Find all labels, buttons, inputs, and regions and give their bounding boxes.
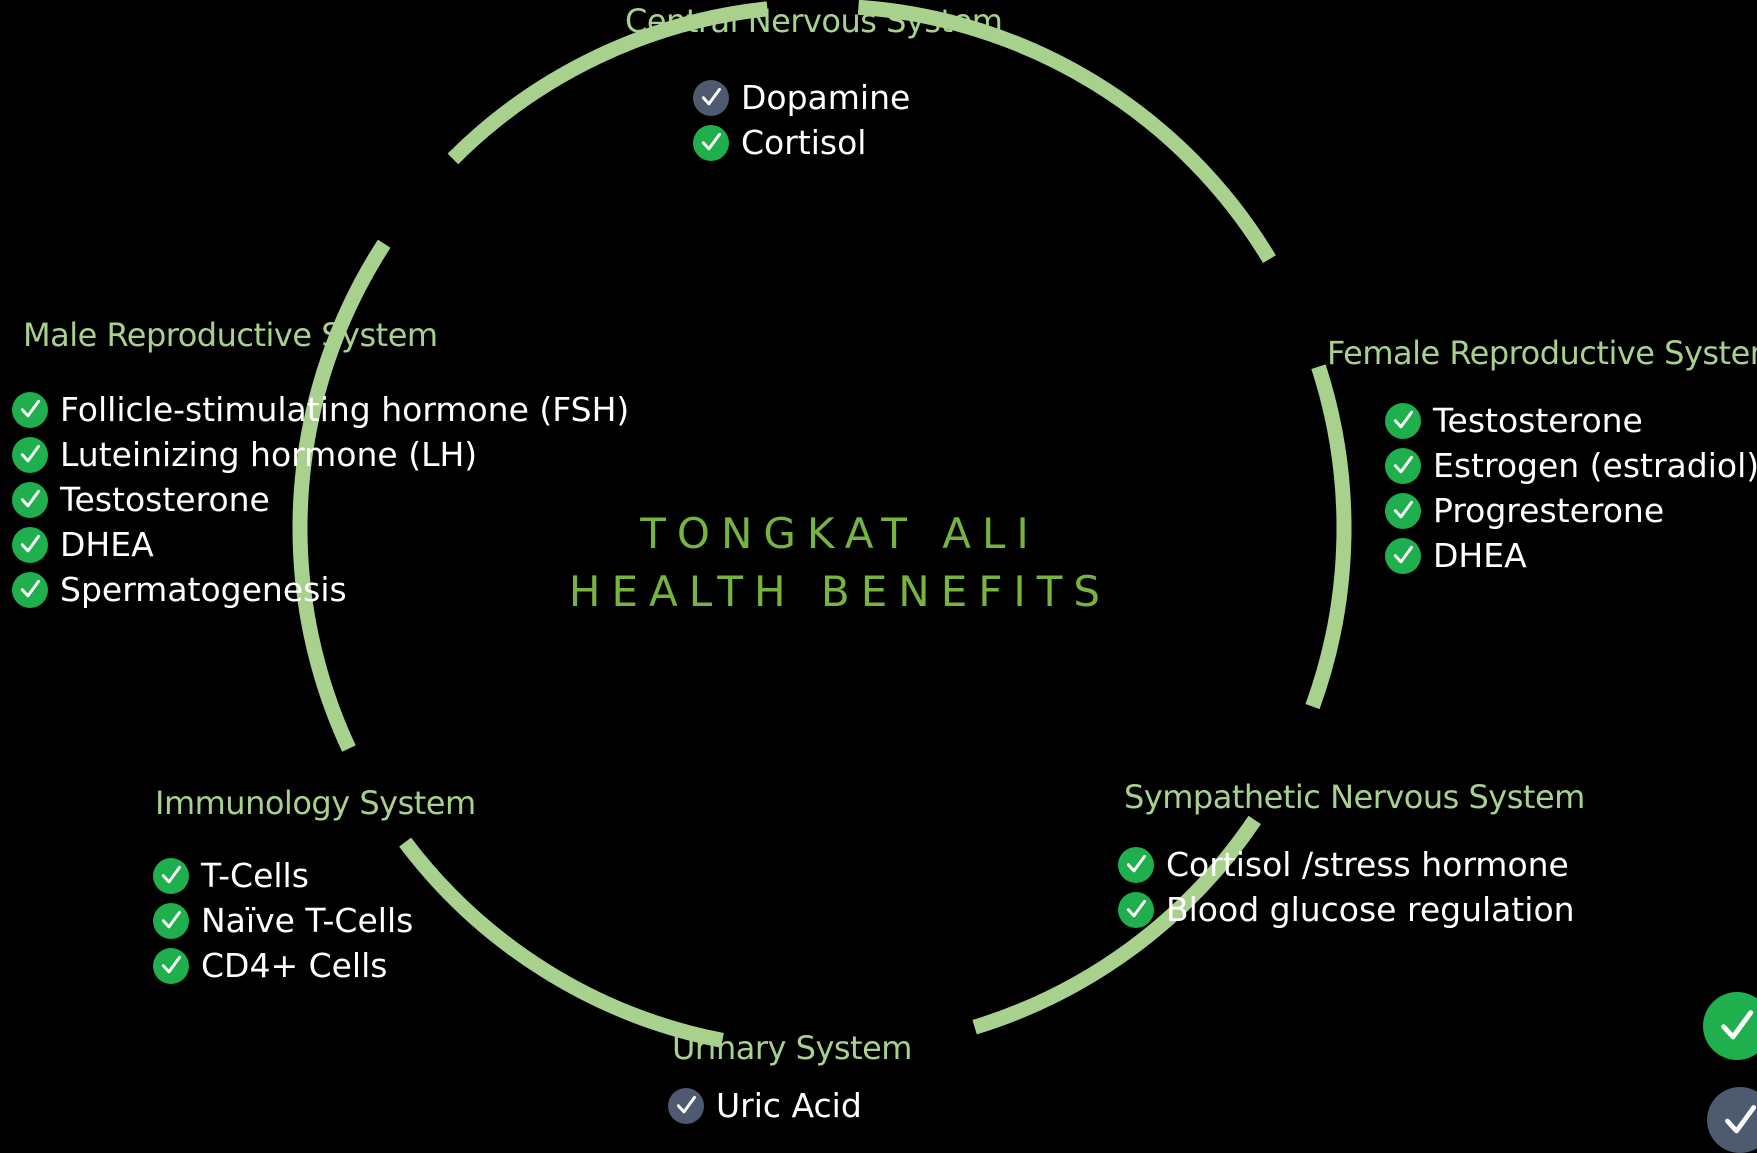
green-check-icon — [1385, 447, 1421, 484]
green-check-icon — [1385, 492, 1421, 529]
list-item-label: Progresterone — [1433, 491, 1665, 530]
list-item-label: DHEA — [60, 525, 154, 564]
list-item: CD4+ Cells — [153, 943, 413, 988]
list-item-label: Spermatogenesis — [60, 570, 347, 609]
list-item-label: Blood glucose regulation — [1166, 890, 1575, 929]
list-item-label: Naïve T-Cells — [201, 901, 414, 940]
central-nervous-system-heading: Central Nervous System — [625, 2, 1003, 40]
green-check-icon — [12, 571, 48, 608]
list-item: Progresterone — [1385, 488, 1757, 533]
ring-arc-4 — [399, 837, 724, 1048]
list-item: Follicle-stimulating hormone (FSH) — [12, 387, 629, 432]
legend-slate-check-icon — [1707, 1087, 1757, 1153]
green-check-icon — [12, 481, 48, 518]
slate-check-icon — [693, 79, 729, 116]
list-item-label: Testosterone — [60, 480, 270, 519]
green-check-icon — [153, 947, 189, 984]
immunology-system-heading: Immunology System — [155, 784, 476, 822]
green-check-icon — [693, 124, 729, 161]
sympathetic-nervous-system-heading: Sympathetic Nervous System — [1124, 778, 1585, 816]
green-check-icon — [153, 902, 189, 939]
list-item-label: CD4+ Cells — [201, 946, 388, 985]
green-check-icon — [153, 857, 189, 894]
list-item: Spermatogenesis — [12, 567, 629, 612]
green-check-icon — [1385, 402, 1421, 439]
center-title: TONGKAT ALI HEALTH BENEFITS — [540, 505, 1140, 621]
legend-green-check-icon — [1703, 992, 1757, 1060]
list-item: DHEA — [1385, 533, 1757, 578]
list-item-label: DHEA — [1433, 536, 1527, 575]
list-item: Testosterone — [1385, 398, 1757, 443]
list-item: Testosterone — [12, 477, 629, 522]
female-reproductive-system-heading: Female Reproductive System — [1327, 334, 1757, 372]
green-check-icon — [1721, 1010, 1754, 1040]
ring-arc-3 — [972, 815, 1261, 1035]
green-check-icon — [1118, 891, 1154, 928]
list-item-label: Estrogen (estradiol) — [1433, 446, 1757, 485]
slate-check-icon — [1724, 1104, 1756, 1134]
list-item-label: Luteinizing hormone (LH) — [60, 435, 478, 474]
list-item: Estrogen (estradiol) — [1385, 443, 1757, 488]
list-item: Uric Acid — [668, 1083, 862, 1128]
list-item-label: Dopamine — [741, 78, 911, 117]
green-check-icon — [1385, 537, 1421, 574]
male-reproductive-system-heading: Male Reproductive System — [23, 316, 438, 354]
slate-check-icon — [668, 1087, 704, 1124]
green-check-icon — [1118, 846, 1154, 883]
list-item-label: Uric Acid — [716, 1086, 862, 1125]
green-check-icon — [12, 526, 48, 563]
list-item-label: Testosterone — [1433, 401, 1643, 440]
green-check-icon — [12, 436, 48, 473]
list-item: T-Cells — [153, 853, 413, 898]
ring-arc-2 — [1305, 364, 1352, 710]
list-item-label: Follicle-stimulating hormone (FSH) — [60, 390, 630, 429]
center-title-line-2: HEALTH BENEFITS — [568, 567, 1112, 616]
urinary-system-heading: Urinary System — [672, 1029, 912, 1067]
list-item: Naïve T-Cells — [153, 898, 413, 943]
list-item-label: T-Cells — [201, 856, 309, 895]
list-item-label: Cortisol /stress hormone — [1166, 845, 1569, 884]
list-item: Dopamine — [693, 75, 910, 120]
list-item: Blood glucose regulation — [1118, 887, 1575, 932]
center-title-line-1: TONGKAT ALI — [640, 509, 1040, 558]
ring-arc-1 — [857, 0, 1276, 264]
male-reproductive-system-list: Follicle-stimulating hormone (FSH) Lutein… — [12, 387, 629, 612]
list-item: Cortisol — [693, 120, 910, 165]
ring-arc-6 — [447, 1, 769, 165]
urinary-system-list: Uric Acid — [668, 1083, 862, 1128]
ring-arc-5 — [292, 239, 391, 752]
list-item: Cortisol /stress hormone — [1118, 842, 1575, 887]
list-item: DHEA — [12, 522, 629, 567]
list-item-label: Cortisol — [741, 123, 867, 162]
green-check-icon — [12, 391, 48, 428]
list-item: Luteinizing hormone (LH) — [12, 432, 629, 477]
